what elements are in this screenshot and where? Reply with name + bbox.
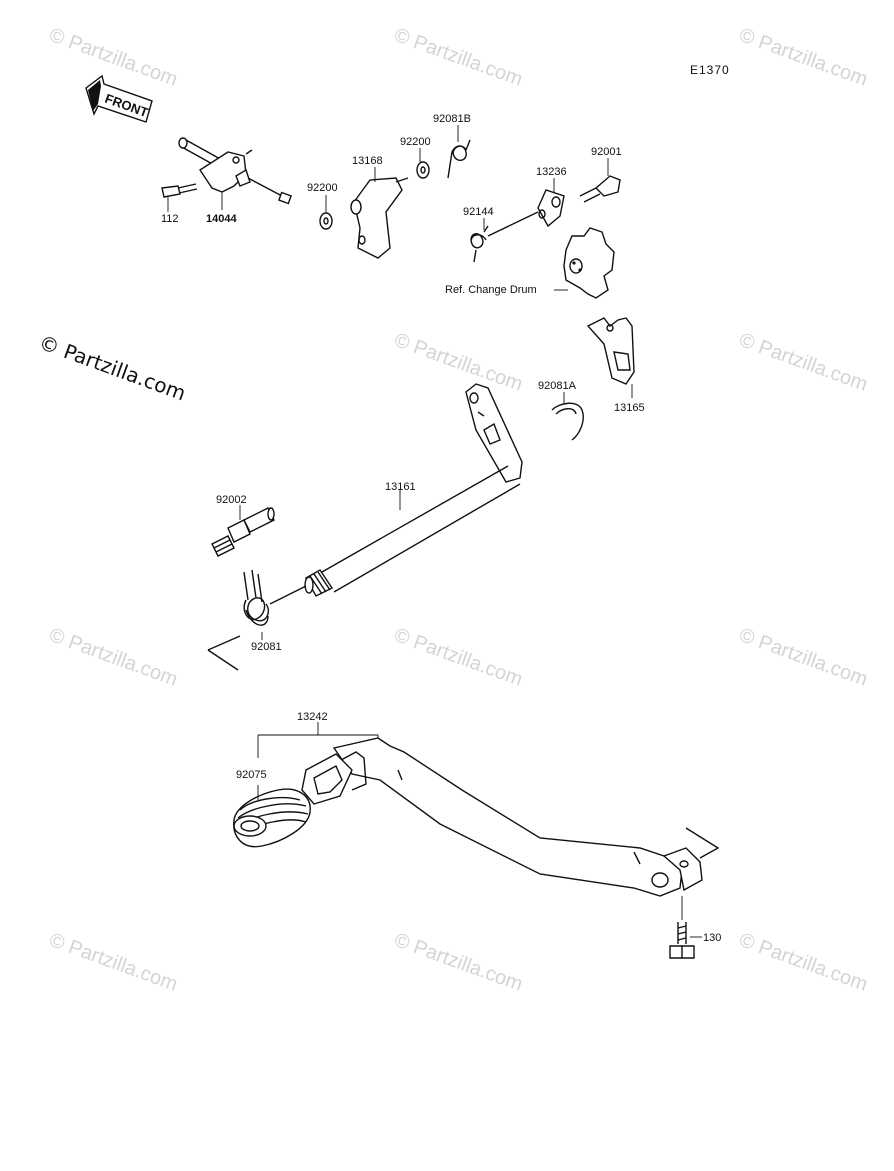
bolt-130 <box>669 896 702 959</box>
part-label-13168: 13168 <box>352 155 383 167</box>
part-label-92200-right: 92200 <box>400 136 431 148</box>
part-label-13236: 13236 <box>536 166 567 178</box>
part-label-92001: 92001 <box>591 146 622 158</box>
part-label-112: 112 <box>161 213 179 225</box>
watermark: © Partzilla.com <box>391 329 525 396</box>
ref-change-drum-label: Ref. Change Drum <box>445 284 537 296</box>
part-13242-pedal <box>257 722 720 897</box>
part-13165-plate <box>586 317 635 398</box>
part-label-14044: 14044 <box>206 213 237 225</box>
watermark: © Partzilla.com <box>391 929 525 996</box>
washer-92200 <box>319 195 333 230</box>
part-13236-lever <box>487 178 565 237</box>
washer-92200-right <box>416 148 430 179</box>
part-13168-arm <box>350 167 409 259</box>
part-label-13242: 13242 <box>297 711 328 723</box>
watermark: © Partzilla.com <box>46 929 180 996</box>
watermark: © Partzilla.com <box>46 624 180 691</box>
watermark: © Partzilla.com <box>391 24 525 91</box>
rubber-92075 <box>233 785 311 848</box>
spring-92081 <box>207 569 307 671</box>
part-label-13165: 13165 <box>614 402 645 414</box>
watermark: © Partzilla.com <box>391 624 525 691</box>
watermark: © Partzilla.com <box>46 24 180 91</box>
part-label-13161: 13161 <box>385 481 416 493</box>
part-14044-assembly <box>161 137 292 212</box>
clip-92081a <box>551 392 584 441</box>
spring-92081b <box>447 125 471 179</box>
front-arrow-icon: FRONT <box>85 74 153 123</box>
watermark: © Partzilla.com <box>736 929 870 996</box>
change-drum-ref <box>554 227 615 299</box>
spring-92144 <box>470 218 489 263</box>
part-label-92081: 92081 <box>251 641 282 653</box>
watermark: © Partzilla.com <box>736 24 870 91</box>
part-label-92144: 92144 <box>463 206 494 218</box>
part-label-92081b: 92081B <box>433 113 471 125</box>
bolt-92001 <box>579 158 621 203</box>
watermark: © Partzilla.com <box>736 329 870 396</box>
stud-92002 <box>211 505 275 557</box>
watermarks: © Partzilla.com © Partzilla.com © Partzi… <box>46 24 870 996</box>
watermark: © Partzilla.com <box>736 624 870 691</box>
part-label-92200: 92200 <box>307 182 338 194</box>
part-label-130: 130 <box>703 932 721 944</box>
part-label-92075: 92075 <box>236 769 267 781</box>
diagram-code: E1370 <box>690 63 730 77</box>
part-13161-shift-shaft <box>304 383 523 597</box>
part-label-92081a: 92081A <box>538 380 577 392</box>
part-label-92002: 92002 <box>216 494 247 506</box>
